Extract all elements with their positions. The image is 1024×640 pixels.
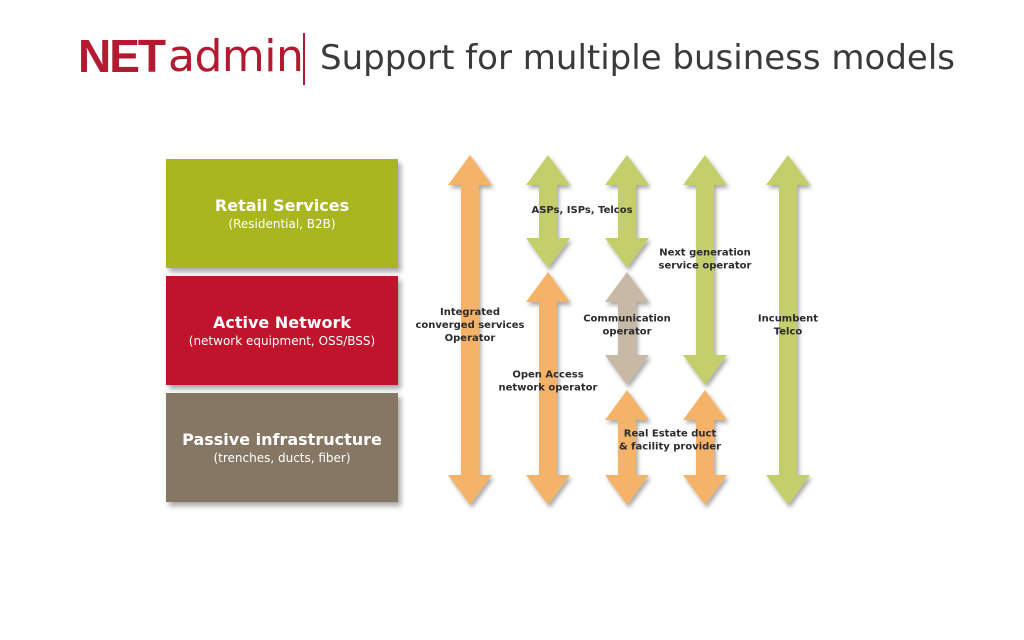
arrow-real-estate (605, 390, 649, 505)
layer-retail-services: Retail Services (Residential, B2B) (166, 159, 398, 268)
arrow-real-estate-2 (683, 390, 727, 505)
arrow-label-communication: Communication operator (583, 314, 671, 338)
logo-admin-text: admin (168, 30, 304, 82)
arrow-label-line: operator (602, 327, 651, 338)
layer-title: Retail Services (214, 195, 350, 215)
arrow-label-line: & facility provider (619, 442, 721, 453)
arrow-label-line: ASPs, ISPs, Telcos (531, 205, 632, 216)
layer-subtitle: (Residential, B2B) (228, 216, 336, 231)
netadmin-logo: NET admin (78, 30, 304, 82)
arrow-incumbent (766, 155, 810, 505)
layer-subtitle: (network equipment, OSS/BSS) (188, 333, 376, 348)
arrow-label-next-gen: Next generation service operator (659, 248, 752, 272)
arrow-label-line: Real Estate duct (624, 429, 717, 440)
arrow-label-line: Telco (774, 327, 803, 338)
layer-passive-infrastructure: Passive infrastructure (trenches, ducts,… (166, 393, 398, 502)
layer-title: Active Network (212, 312, 352, 332)
arrow-open-access (526, 272, 570, 505)
arrow-label-line: Next generation (659, 248, 751, 259)
arrow-label-line: converged services (415, 320, 524, 331)
arrow-label-line: service operator (659, 261, 752, 272)
layer-title: Passive infrastructure (182, 429, 382, 449)
logo-net-text: NET (78, 30, 166, 82)
arrow-label-line: network operator (499, 383, 598, 394)
arrow-communication (605, 272, 649, 385)
page-title: Support for multiple business models (320, 38, 955, 78)
layer-active-network: Active Network (network equipment, OSS/B… (166, 276, 398, 385)
arrow-label-line: Integrated (440, 307, 500, 318)
arrow-asps-2 (605, 155, 649, 268)
arrow-label-line: Communication (583, 314, 671, 325)
arrow-label-open-access: Open Access network operator (499, 370, 598, 394)
arrow-integrated (448, 155, 492, 505)
arrow-asps (526, 155, 570, 268)
header-divider (303, 33, 305, 85)
arrow-label-line: Incumbent (758, 314, 818, 325)
arrow-next-gen (683, 155, 727, 385)
arrow-label-asps: ASPs, ISPs, Telcos (531, 205, 632, 216)
layer-subtitle: (trenches, ducts, fiber) (213, 450, 351, 465)
header: NET admin Support for multiple business … (0, 0, 1024, 110)
arrow-label-real-estate: Real Estate duct & facility provider (619, 429, 721, 453)
arrow-label-line: Open Access (512, 370, 583, 381)
arrow-label-line: Operator (445, 333, 496, 344)
